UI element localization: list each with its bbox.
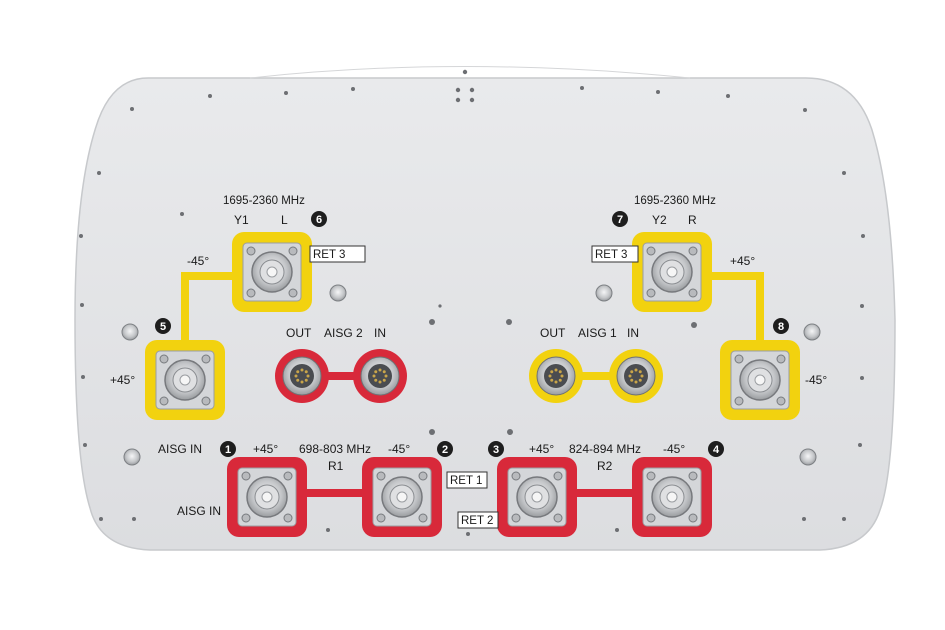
aisg-in-top-label: AISG IN	[158, 442, 202, 456]
ret3-right-label: RET 3	[595, 249, 627, 261]
rf-port-4-connector	[632, 457, 712, 537]
r2-minus45-label: -45°	[663, 442, 685, 456]
freq-label-left-top: 1695-2360 MHz	[223, 195, 305, 207]
r1-freq-label: 698-803 MHz	[299, 442, 371, 456]
aisg1-out-connector	[529, 349, 583, 403]
polarization-plus45-top-right: +45°	[730, 254, 755, 268]
r1-name-label: R1	[328, 459, 344, 473]
badge-3-text: 3	[493, 444, 499, 456]
aisg1-in-connector	[609, 349, 663, 403]
badge-8	[773, 318, 789, 334]
r2-freq-label: 824-894 MHz	[569, 442, 641, 456]
badge-7-text: 7	[617, 214, 623, 226]
panel-screws	[79, 69, 865, 536]
polarization-plus45-port5: +45°	[110, 373, 135, 387]
badge-8-text: 8	[778, 321, 784, 333]
rf-port-1-connector	[227, 457, 307, 537]
rf-port-3-connector	[497, 457, 577, 537]
polarization-minus45-port8: -45°	[805, 373, 827, 387]
port-badges: 1 2 3 4 5 6 7 8	[155, 211, 789, 457]
aisg-in-side-label: AISG IN	[177, 504, 221, 518]
r2-plus45-label: +45°	[529, 442, 554, 456]
badge-7	[612, 211, 628, 227]
r2-name-label: R2	[597, 459, 613, 473]
aisg2-out-label: OUT	[286, 326, 312, 340]
badge-1-text: 1	[225, 444, 231, 456]
freq-label-right-top: 1695-2360 MHz	[634, 195, 716, 207]
badge-3	[488, 441, 504, 457]
ret1-label: RET 1	[450, 475, 482, 487]
aisg2-in-connector	[353, 349, 407, 403]
ground-posts	[121, 284, 821, 466]
rf-port-5-connector	[145, 340, 225, 420]
badge-4	[708, 441, 724, 457]
badge-5	[155, 318, 171, 334]
badge-1	[220, 441, 236, 457]
aisg2-in-label: IN	[374, 326, 386, 340]
r1-minus45-label: -45°	[388, 442, 410, 456]
panel-top-bevel	[249, 66, 691, 79]
aisg1-name-label: AISG 1	[578, 326, 617, 340]
port-label-l: L	[281, 213, 288, 227]
aisg1-out-label: OUT	[540, 326, 566, 340]
badge-6	[311, 211, 327, 227]
badge-2-text: 2	[442, 444, 448, 456]
port-label-y1: Y1	[234, 213, 249, 227]
panel-body	[74, 77, 896, 551]
aisg1-in-label: IN	[627, 326, 639, 340]
port-label-y2: Y2	[652, 213, 667, 227]
port-label-r: R	[688, 213, 697, 227]
badge-6-text: 6	[316, 214, 322, 226]
r1-plus45-label: +45°	[253, 442, 278, 456]
aisg2-out-connector	[275, 349, 329, 403]
ret2-label: RET 2	[461, 515, 493, 527]
rf-port-6-connector	[232, 232, 312, 312]
badge-2	[437, 441, 453, 457]
aisg2-name-label: AISG 2	[324, 326, 363, 340]
badge-5-text: 5	[160, 321, 166, 333]
ret-frames	[309, 245, 639, 529]
polarization-minus45-top-left: -45°	[187, 254, 209, 268]
rf-port-2-connector	[362, 457, 442, 537]
ret3-left-label: RET 3	[313, 249, 345, 261]
rf-port-7-connector	[632, 232, 712, 312]
badge-4-text: 4	[713, 444, 720, 456]
rf-port-8-connector	[720, 340, 800, 420]
